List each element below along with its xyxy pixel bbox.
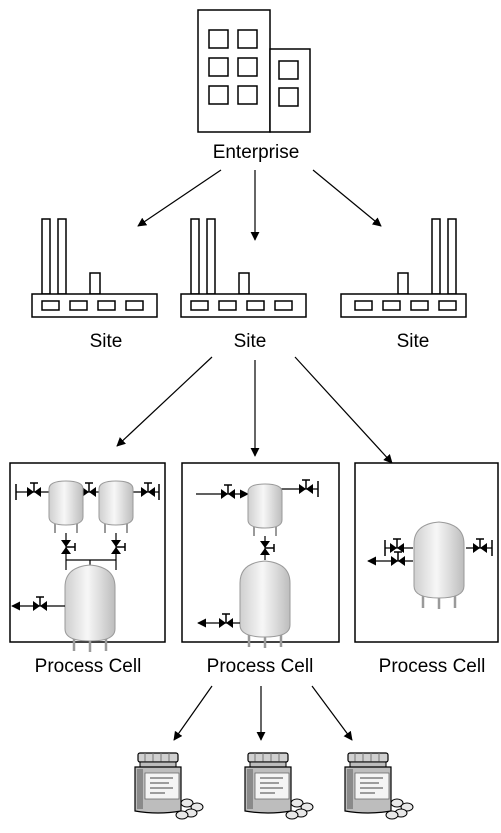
building-icon [197, 9, 311, 133]
site-label: Site [396, 331, 430, 352]
process-cell-icon [354, 462, 499, 643]
medicine-bottle-icon [344, 752, 414, 820]
arrow-icon [173, 685, 353, 741]
arrow-icon [116, 356, 393, 464]
process-cell-label: Process Cell [378, 656, 486, 677]
enterprise-label: Enterprise [212, 142, 300, 163]
site-label: Site [89, 331, 123, 352]
process-cell-label: Process Cell [34, 656, 142, 677]
factory-icon [340, 218, 467, 318]
medicine-bottle-icon [244, 752, 314, 820]
site-label: Site [233, 331, 267, 352]
factory-icon [180, 218, 307, 318]
process-cell-label: Process Cell [206, 656, 314, 677]
factory-icon [31, 218, 158, 318]
process-cell-icon [9, 462, 166, 654]
arrow-icon [137, 169, 382, 241]
medicine-bottle-icon [134, 752, 204, 820]
process-cell-icon [181, 462, 340, 650]
